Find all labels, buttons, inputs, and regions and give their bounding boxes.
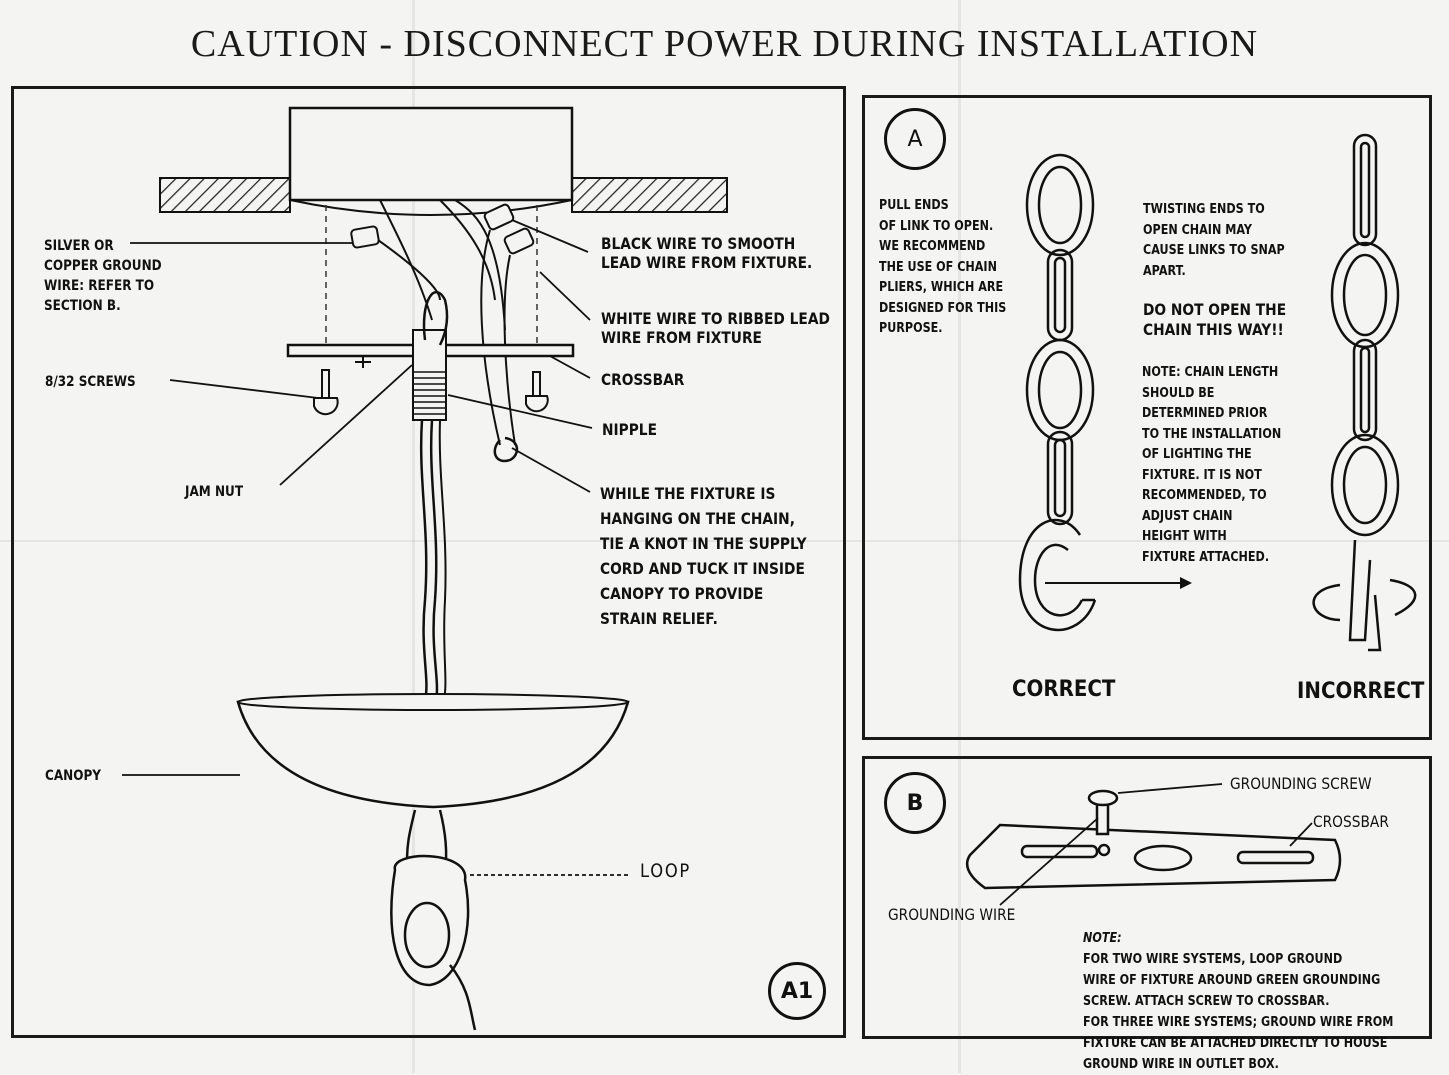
screws-label: 8/32 SCREWS [45, 374, 136, 390]
knot-instruction-label: WHILE THE FIXTURE IS HANGING ON THE CHAI… [600, 484, 807, 628]
chain-correct [1018, 153, 1097, 632]
chain-length-note: NOTE: CHAIN LENGTH SHOULD BE DETERMINED … [1142, 365, 1282, 565]
section-badge-b: B [884, 772, 946, 834]
ceiling-right [571, 177, 728, 213]
crossbar-b-label: CROSSBAR [1313, 812, 1389, 831]
outlet-box [288, 106, 574, 202]
white-wire-label: WHITE WIRE TO RIBBED LEAD WIRE FROM FIXT… [601, 309, 830, 347]
chain-incorrect [1312, 133, 1417, 652]
twisting-warning: TWISTING ENDS TO OPEN CHAIN MAY CAUSE LI… [1143, 202, 1285, 279]
grounding-note-text: FOR TWO WIRE SYSTEMS, LOOP GROUND WIRE O… [1083, 952, 1394, 1072]
canopy [236, 700, 630, 809]
jam-nut-label: JAM NUT [185, 484, 244, 500]
grounding-note-prefix: NOTE: [1083, 931, 1122, 946]
paper-fold-vertical [412, 0, 415, 1073]
pull-ends-note: PULL ENDS OF LINK TO OPEN. WE RECOMMEND … [879, 198, 1007, 336]
section-badge-a1: A1 [768, 962, 826, 1020]
incorrect-caption: INCORRECT [1297, 679, 1425, 704]
grounding-screw-label: GROUNDING SCREW [1230, 774, 1372, 793]
nipple-label: NIPPLE [602, 420, 657, 439]
page-title: CAUTION - DISCONNECT POWER DURING INSTAL… [190, 23, 1259, 65]
grounding-screw-icon [1087, 789, 1119, 836]
grounding-wire-label: GROUNDING WIRE [888, 905, 1016, 924]
crossbar-plate [965, 823, 1342, 890]
crossbar-label: CROSSBAR [601, 370, 685, 389]
wire-nut-icon [350, 203, 535, 255]
canopy-label: CANOPY [45, 768, 102, 784]
screw-icon [313, 356, 549, 416]
panel-a1 [11, 86, 846, 1038]
outlet-box-opening [289, 199, 573, 216]
correct-caption: CORRECT [1012, 677, 1116, 702]
grounding-note: NOTE: FOR TWO WIRE SYSTEMS, LOOP GROUND … [1083, 907, 1393, 1075]
do-not-open-warning: DO NOT OPEN THE CHAIN THIS WAY!! [1143, 300, 1287, 339]
ceiling-left [159, 177, 291, 213]
ground-wire-label: SILVER OR COPPER GROUND WIRE: REFER TO S… [44, 238, 162, 314]
panel-b [862, 756, 1432, 1039]
paper-fold-vertical [958, 0, 961, 1073]
black-wire-label: BLACK WIRE TO SMOOTH LEAD WIRE FROM FIXT… [601, 234, 813, 272]
section-badge-a: A [884, 108, 946, 170]
paper-fold-horizontal [0, 540, 1449, 542]
panel-a [862, 95, 1432, 740]
loop-label: LOOP [640, 860, 691, 882]
